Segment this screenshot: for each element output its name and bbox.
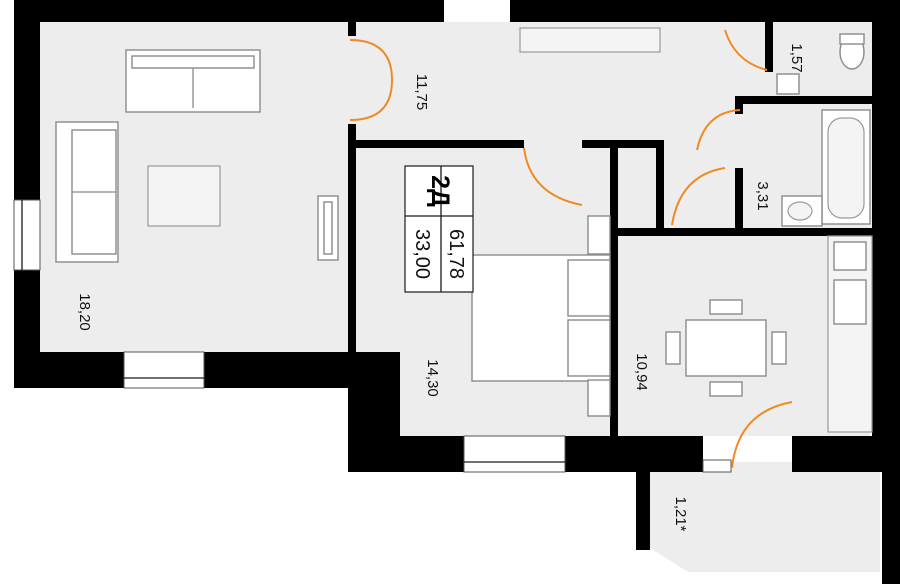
chair-left [665,331,681,365]
door-balcony [731,401,793,469]
apartment-code: 2Д [426,175,454,207]
chair-top [709,299,743,315]
doors [349,29,793,469]
apartment-badge: 2Д 61,78 33,00 [404,165,474,293]
door-hall-living [349,39,394,121]
door-bedroom [523,147,583,206]
window-living-bottom [123,351,205,389]
chair-bottom [709,381,743,397]
kitchen-sink-icon [833,279,867,325]
door-wc [724,29,768,71]
door-bathroom [696,109,741,151]
door-kitchen [671,167,726,226]
kitchen-area-label: 10,94 [633,353,650,391]
outer-walls [14,0,900,584]
bedroom-area-label: 14,30 [424,359,441,397]
nightstand-top [587,215,611,255]
window-kitchen-bottom [702,459,732,473]
coffee-table [147,165,221,227]
windows [13,199,732,473]
wc-sink-icon [776,73,800,95]
dining-table [685,319,767,377]
hallway-area-label: 11,75 [413,74,430,110]
apartment-living-area: 33,00 [411,229,433,279]
wardrobe [519,27,661,53]
bathroom-area-label: 3,31 [754,181,771,210]
stove-icon [833,241,867,271]
apartment-total-area: 61,78 [445,229,467,279]
nightstand-bottom [587,379,611,417]
window-living-left [13,199,41,271]
window-bedroom-bottom [463,435,566,473]
furniture [55,27,873,433]
chair-right [771,331,787,365]
inner-walls [348,22,872,436]
balcony-area-label: 1,21* [672,496,689,531]
wc-area-label: 1,57 [788,43,805,72]
room-labels: 18,20 11,75 1,57 3,31 14,30 10,94 1,21* [76,43,805,531]
living-room-area-label: 18,20 [76,293,93,331]
